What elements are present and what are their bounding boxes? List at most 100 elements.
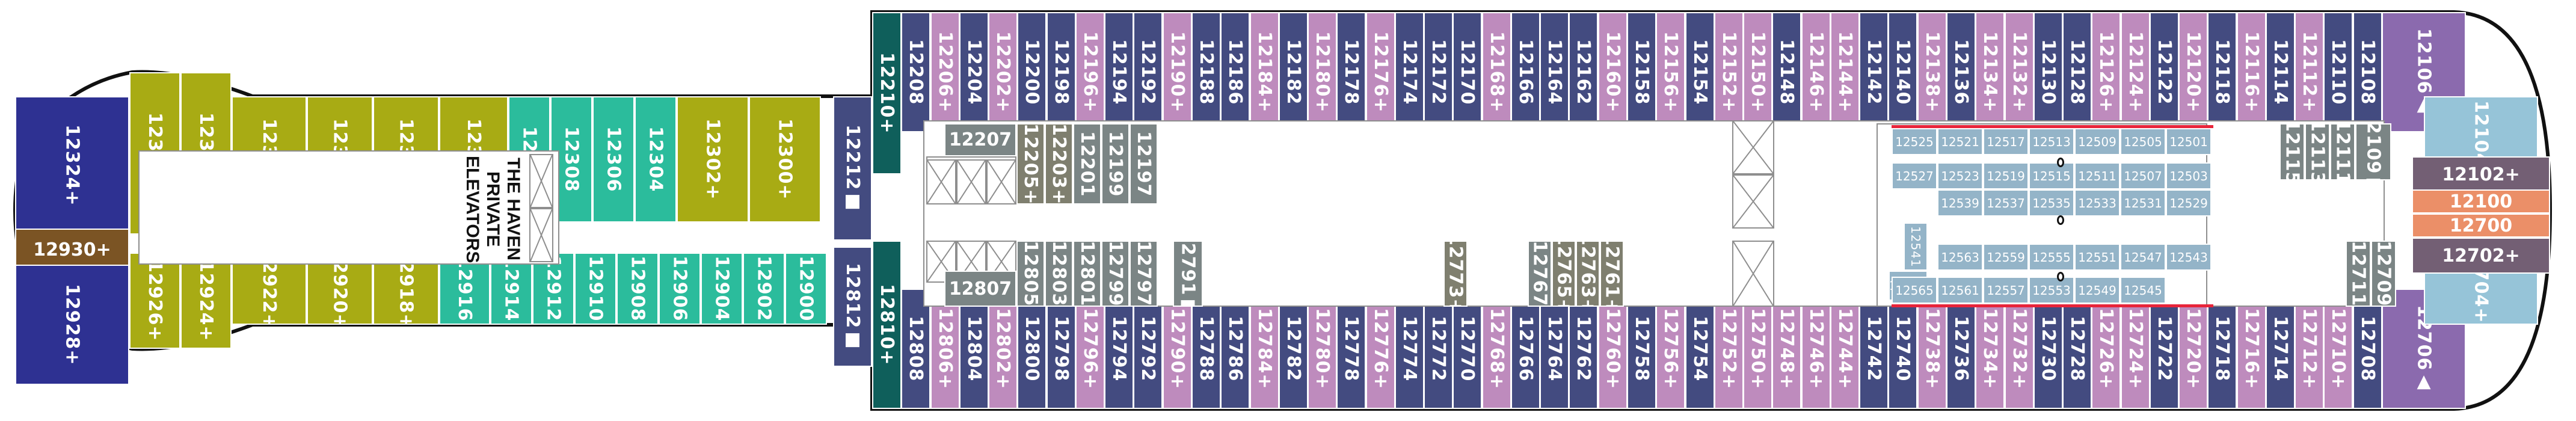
cabin-bottom-row[interactable]: 12760+: [1598, 289, 1628, 409]
cabin-bottom-row[interactable]: 12744+: [1830, 289, 1860, 409]
cabin-top-row[interactable]: 12176+: [1366, 12, 1395, 132]
cabin-bow-mid-bottom[interactable]: 12702+: [2412, 238, 2550, 274]
cabin-haven-bottom[interactable]: 12920+: [307, 253, 373, 325]
cabin-inside-fwd-bottom[interactable]: 12709: [2371, 241, 2396, 307]
cabin-studio[interactable]: 12559: [1983, 244, 2029, 271]
cabin-top-row[interactable]: 12184+: [1250, 12, 1279, 132]
cabin-bow-top-corner[interactable]: 12106▲: [2382, 12, 2466, 132]
cabin-top-row[interactable]: 12158: [1627, 12, 1656, 132]
cabin-studio[interactable]: 12523: [1937, 162, 1983, 189]
cabin-haven-bottom[interactable]: 12910: [574, 253, 616, 325]
cabin-top-row[interactable]: 12170: [1452, 12, 1482, 132]
cabin-inside-aft-bottom[interactable]: 12797: [1130, 241, 1158, 307]
cabin-bottom-row[interactable]: 12768+: [1482, 289, 1511, 409]
cabin-top-row[interactable]: 12166: [1511, 12, 1540, 132]
cabin-inside-aft-top[interactable]: 12201: [1073, 123, 1101, 204]
cabin-haven-top[interactable]: 12300+: [749, 96, 821, 223]
cabin-top-row[interactable]: 12108: [2353, 12, 2382, 132]
cabin-bottom-row[interactable]: 12710+: [2323, 289, 2353, 409]
cabin-inside-aft-top[interactable]: 12199: [1101, 123, 1130, 204]
cabin-inside-aft-bottom[interactable]: 12799: [1101, 241, 1130, 307]
cabin-inside-mid[interactable]: 12763+: [1576, 241, 1600, 307]
cabin-top-row[interactable]: 12156+: [1656, 12, 1685, 132]
cabin-bottom-row[interactable]: 12762: [1569, 289, 1598, 409]
cabin-top-row[interactable]: 12112+: [2295, 12, 2324, 132]
cabin-transition-top[interactable]: 12212■: [833, 96, 872, 241]
cabin-inside-aft-top[interactable]: 12197: [1130, 123, 1158, 204]
cabin-haven-top[interactable]: 12304: [635, 96, 677, 223]
cabin-bow-center-top[interactable]: 12100: [2412, 189, 2550, 214]
cabin-top-row[interactable]: 12168+: [1482, 12, 1511, 132]
cabin-bottom-row[interactable]: 12758: [1627, 289, 1656, 409]
cabin-bottom-row[interactable]: 12730: [2033, 289, 2063, 409]
cabin-top-row[interactable]: 12116+: [2237, 12, 2266, 132]
cabin-top-row[interactable]: 12150+: [1743, 12, 1772, 132]
cabin-bottom-row[interactable]: 12788: [1191, 289, 1221, 409]
cabin-studio[interactable]: 12501: [2166, 128, 2212, 155]
cabin-studio[interactable]: 12515: [2029, 162, 2074, 189]
cabin-studio-side[interactable]: 12541: [1904, 223, 1928, 271]
cabin-top-row[interactable]: 12192: [1133, 12, 1163, 132]
cabin-top-row[interactable]: 12138+: [1917, 12, 1947, 132]
cabin-top-row[interactable]: 12154: [1685, 12, 1715, 132]
cabin-studio[interactable]: 12509: [2074, 128, 2120, 155]
cabin-top-row[interactable]: 12140: [1888, 12, 1917, 132]
cabin-bottom-row[interactable]: 12764: [1540, 289, 1569, 409]
cabin-top-row[interactable]: 12206+: [930, 12, 960, 132]
cabin-top-row[interactable]: 12160+: [1598, 12, 1628, 132]
cabin-top-row[interactable]: 12114: [2266, 12, 2295, 132]
cabin-top-row[interactable]: 12210+: [872, 12, 902, 174]
cabin-studio[interactable]: 12513: [2029, 128, 2074, 155]
cabin-top-row[interactable]: 12208: [901, 12, 930, 132]
cabin-top-row[interactable]: 12198: [1047, 12, 1076, 132]
cabin-studio[interactable]: 12535: [2029, 189, 2074, 217]
cabin-haven-bottom[interactable]: 12922+: [232, 253, 307, 325]
cabin-studio[interactable]: 12539: [1937, 189, 1983, 217]
cabin-bottom-row[interactable]: 12742: [1859, 289, 1889, 409]
cabin-haven-bottom[interactable]: 12900: [785, 253, 827, 325]
cabin-bottom-row[interactable]: 12786: [1220, 289, 1250, 409]
cabin-top-row[interactable]: 12128: [2062, 12, 2092, 132]
cabin-bottom-row[interactable]: 12776+: [1366, 289, 1395, 409]
cabin-haven-bottom[interactable]: 12902: [743, 253, 785, 325]
cabin-top-row[interactable]: 12188: [1191, 12, 1221, 132]
cabin-bottom-row[interactable]: 12784+: [1250, 289, 1279, 409]
cabin-bow-mid-top[interactable]: 12102+: [2412, 156, 2550, 192]
cabin-bottom-row[interactable]: 12754: [1685, 289, 1715, 409]
cabin-top-row[interactable]: 12118: [2207, 12, 2237, 132]
cabin-studio[interactable]: 12521: [1937, 128, 1983, 155]
cabin-inside-fwd-top[interactable]: 12109■: [2355, 123, 2391, 180]
cabin-studio[interactable]: 12533: [2074, 189, 2120, 217]
cabin-stern-bottom[interactable]: 12928+: [15, 265, 129, 385]
cabin-studio[interactable]: 12557: [1983, 277, 2029, 304]
cabin-studio[interactable]: 12543: [2166, 244, 2212, 271]
cabin-haven-bottom[interactable]: 12906: [659, 253, 701, 325]
cabin-stern-center[interactable]: 12930+: [15, 229, 129, 271]
cabin-inside-single[interactable]: 12791■: [1173, 241, 1203, 307]
cabin-bottom-row[interactable]: 12774: [1395, 289, 1424, 409]
cabin-studio[interactable]: 12519: [1983, 162, 2029, 189]
cabin-studio[interactable]: 12563: [1937, 244, 1983, 271]
cabin-inside-mid[interactable]: 12773+: [1443, 241, 1468, 307]
cabin-bottom-row[interactable]: 12772: [1424, 289, 1453, 409]
cabin-haven-bottom[interactable]: 12912: [532, 253, 574, 325]
cabin-top-row[interactable]: 12196+: [1075, 12, 1105, 132]
cabin-top-row[interactable]: 12174: [1395, 12, 1424, 132]
cabin-haven-bottom[interactable]: 12904: [701, 253, 743, 325]
cabin-top-row[interactable]: 12142: [1859, 12, 1889, 132]
cabin-top-row[interactable]: 12186: [1220, 12, 1250, 132]
cabin-bottom-row[interactable]: 12792: [1133, 289, 1163, 409]
cabin-bottom-row[interactable]: 12778: [1336, 289, 1366, 409]
cabin-top-row[interactable]: 12152+: [1714, 12, 1744, 132]
cabin-bottom-row[interactable]: 12798: [1047, 289, 1076, 409]
cabin-inside-aft-top[interactable]: 12205+: [1016, 123, 1045, 204]
cabin-top-row[interactable]: 12178: [1336, 12, 1366, 132]
cabin-bottom-row[interactable]: 12732+: [2005, 289, 2034, 409]
cabin-bottom-row[interactable]: 12740: [1888, 289, 1917, 409]
cabin-bottom-row[interactable]: 12752+: [1714, 289, 1744, 409]
cabin-top-row[interactable]: 12148: [1772, 12, 1801, 132]
cabin-top-row[interactable]: 12122: [2150, 12, 2179, 132]
cabin-top-row[interactable]: 12134+: [1975, 12, 2005, 132]
cabin-bottom-row[interactable]: 12810+: [872, 241, 902, 409]
cabin-inside-wide[interactable]: 12207: [944, 123, 1016, 156]
